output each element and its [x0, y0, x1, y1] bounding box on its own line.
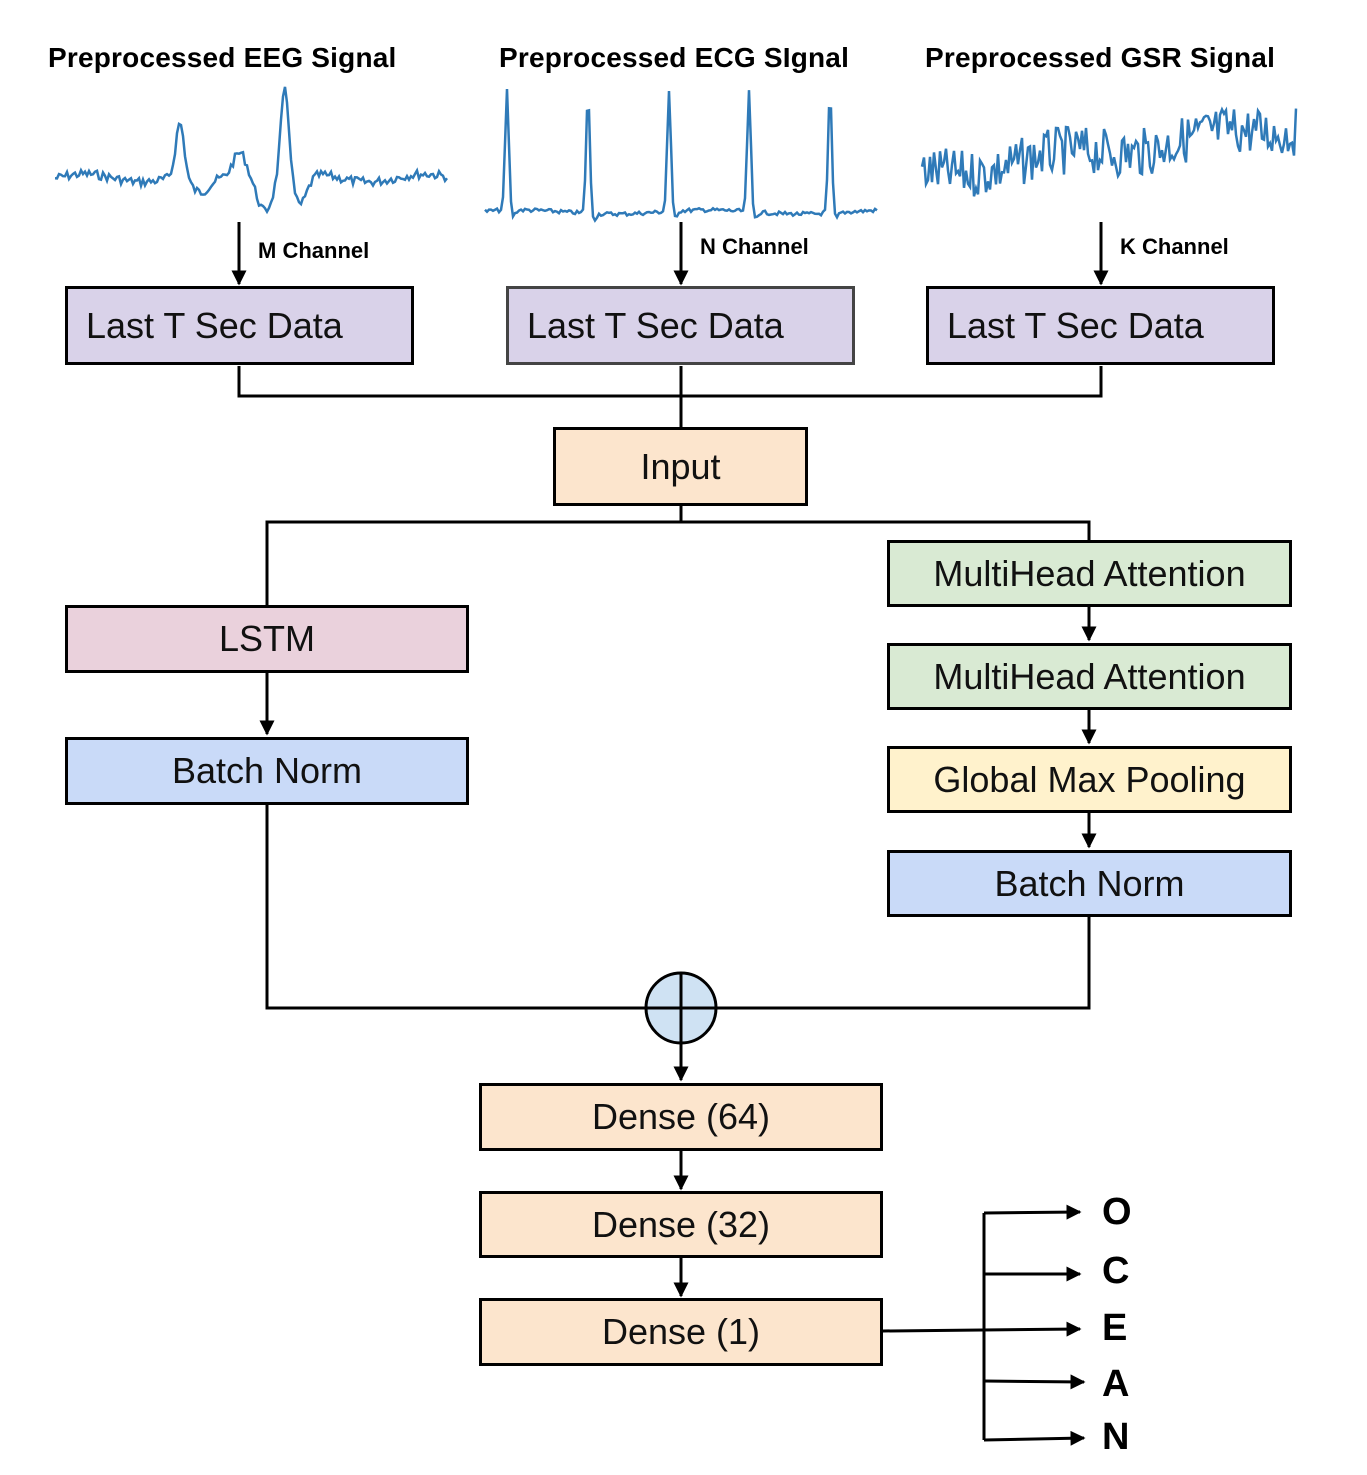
- right-to-concat-connector: [717, 917, 1091, 1010]
- input-to-lstm-connector: [265, 520, 681, 605]
- multihead-attention-layer-1: MultiHead Attention: [887, 540, 1292, 607]
- gsr-waveform: [920, 106, 1298, 197]
- dense-32-layer: Dense (32): [479, 1191, 883, 1258]
- output-label-n: N: [1102, 1416, 1130, 1458]
- arrow-to-e: [882, 1321, 1082, 1337]
- merge-connector: [237, 366, 1103, 398]
- output-label-a: A: [1102, 1363, 1130, 1405]
- ecg-title: Preprocessed ECG SIgnal: [499, 42, 850, 73]
- left-batch-norm-layer: Batch Norm: [65, 737, 469, 805]
- global-max-pooling-layer: Global Max Pooling: [887, 746, 1292, 813]
- eeg-title: Preprocessed EEG Signal: [48, 42, 397, 73]
- ecg-channel-label: N Channel: [700, 234, 809, 259]
- lstm-layer: LSTM: [65, 605, 469, 673]
- arrow-to-n: [983, 1430, 1086, 1446]
- eeg-waveform: [54, 86, 448, 215]
- dense-1-layer: Dense (1): [479, 1298, 883, 1366]
- input-to-attention-connector: [681, 520, 1091, 540]
- gsr-title: Preprocessed GSR Signal: [925, 42, 1276, 73]
- eeg-data-block: Last T Sec Data: [65, 286, 414, 365]
- eeg-channel-label: M Channel: [258, 238, 370, 263]
- left-to-concat-connector: [265, 805, 645, 1010]
- gsr-data-block: Last T Sec Data: [926, 286, 1275, 365]
- output-label-o: O: [1102, 1191, 1132, 1233]
- right-batch-norm-layer: Batch Norm: [887, 850, 1292, 917]
- gsr-channel-label: K Channel: [1120, 234, 1229, 259]
- ecg-data-block: Last T Sec Data: [506, 286, 855, 365]
- multihead-attention-layer-2: MultiHead Attention: [887, 643, 1292, 710]
- concat-add-symbol: [644, 971, 718, 1045]
- dense-64-layer: Dense (64): [479, 1083, 883, 1151]
- arrow-to-o: [983, 1204, 1082, 1220]
- output-label-c: C: [1102, 1250, 1130, 1292]
- input-layer: Input: [553, 427, 808, 506]
- arrow-to-a: [983, 1374, 1086, 1390]
- output-label-e: E: [1102, 1307, 1128, 1349]
- ecg-waveform: [484, 88, 878, 223]
